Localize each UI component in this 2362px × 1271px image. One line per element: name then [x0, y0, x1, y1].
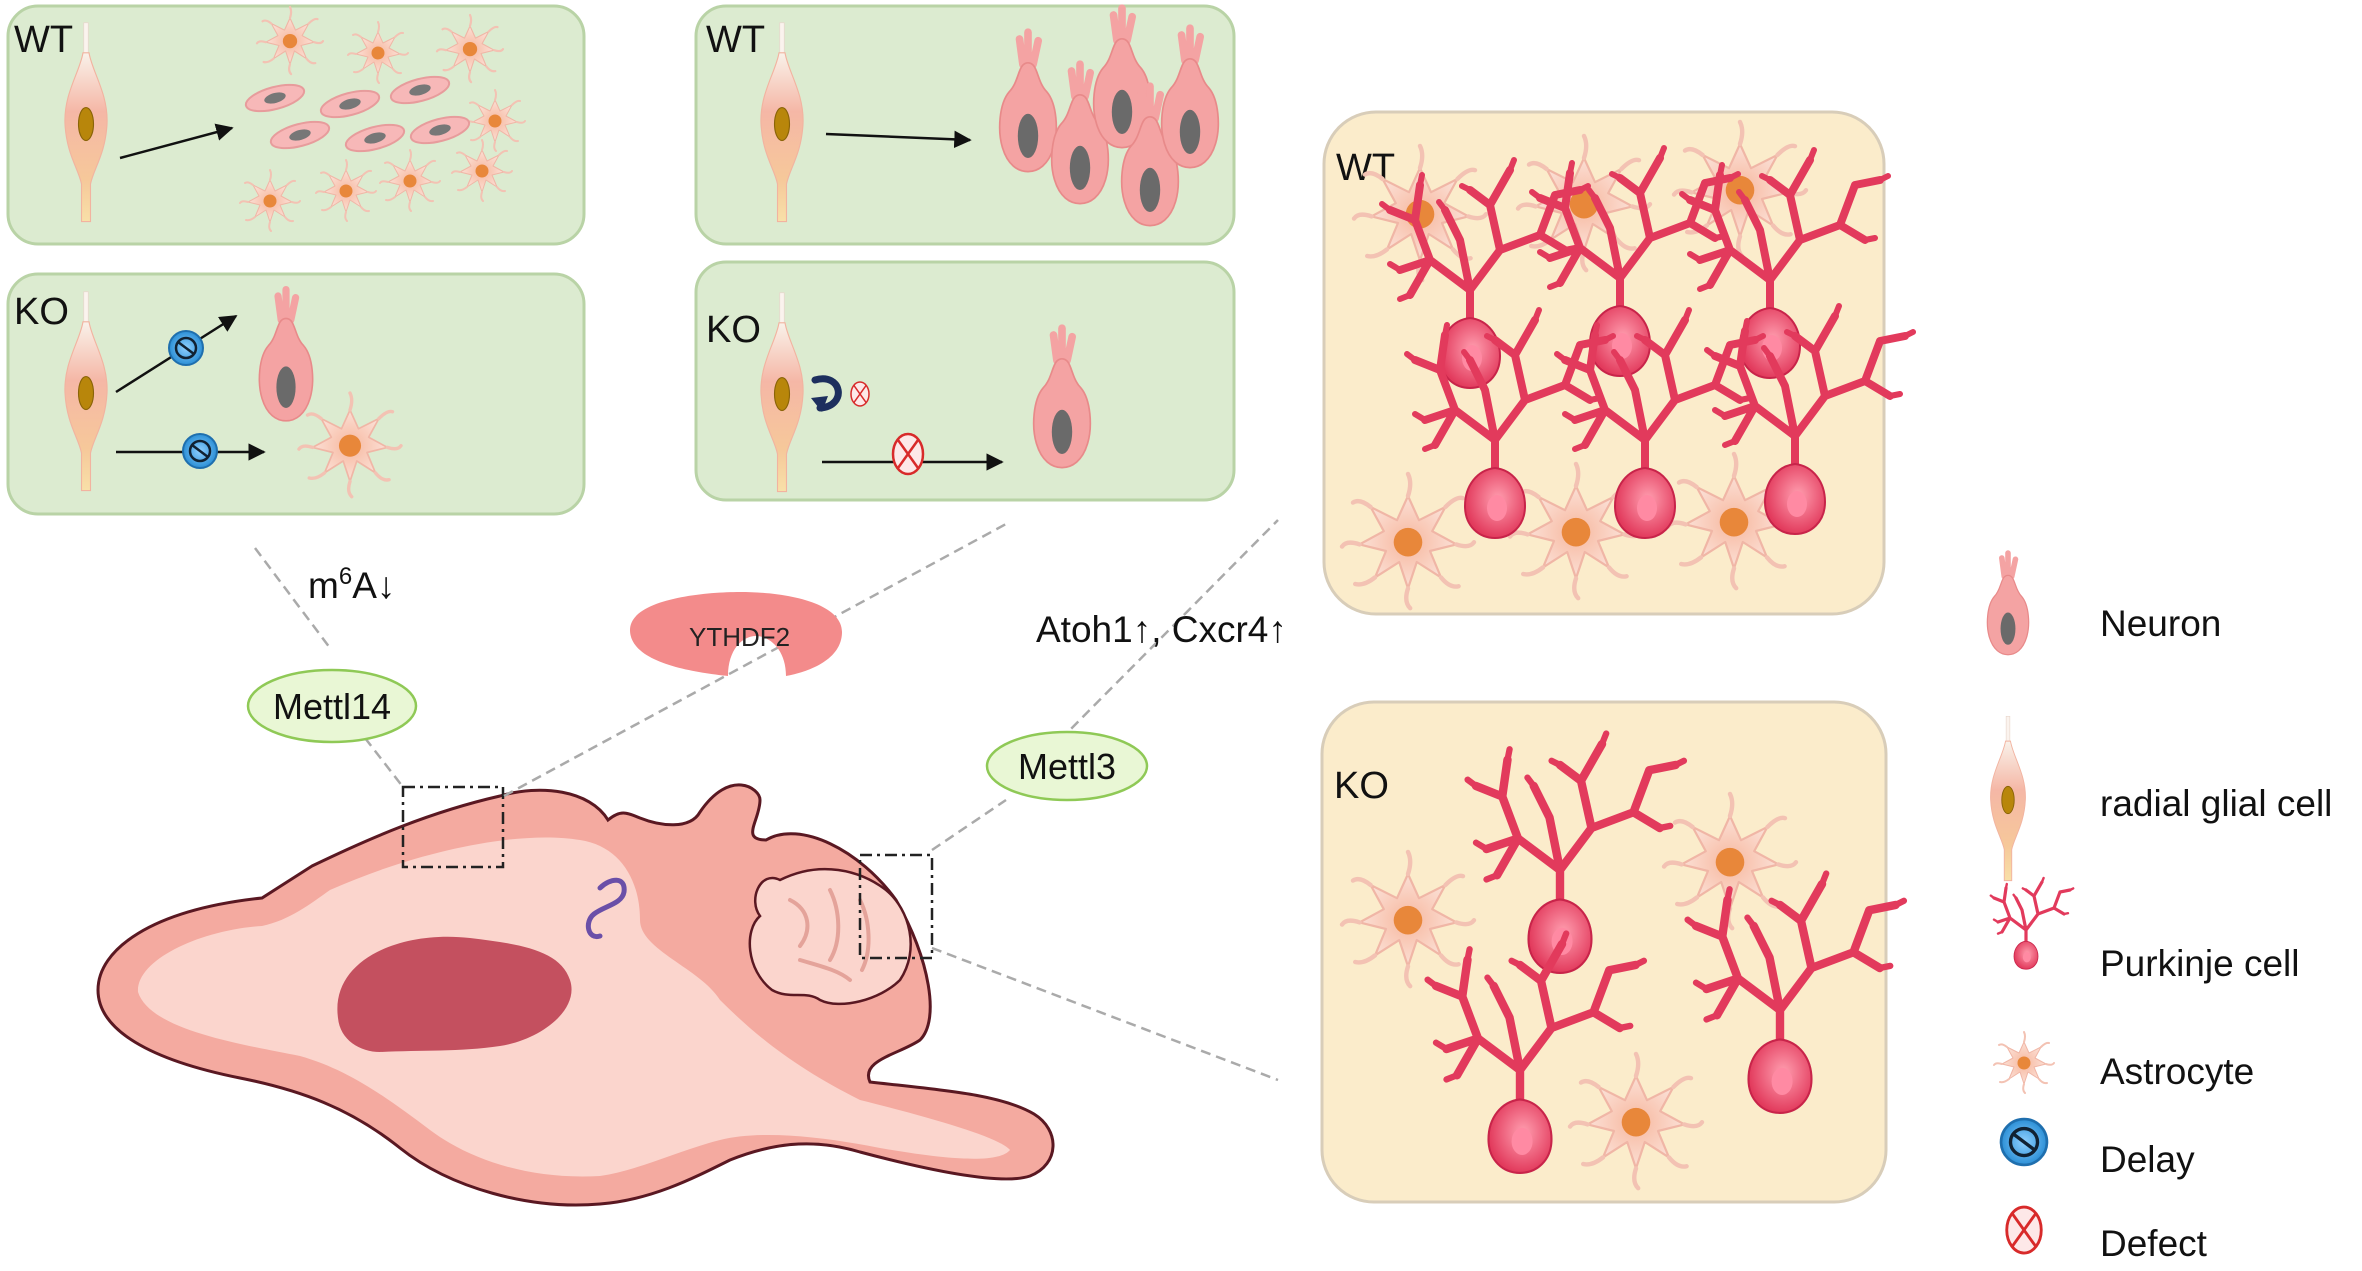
atoh1-cxcr4-annotation: Atoh1↑, Cxcr4↑ — [1036, 609, 1287, 650]
differentiation-arrow — [825, 130, 972, 149]
panel-top-mid-ko — [694, 260, 1236, 502]
ythdf2-protein: YTHDF2 — [630, 592, 842, 676]
legend-label-neuron: Neuron — [2100, 603, 2221, 644]
progenitor-cluster — [244, 75, 471, 153]
differentiation-arrow — [119, 123, 234, 160]
mettl3-pill: Mettl3 — [985, 730, 1149, 802]
astrocyte-icon — [1993, 1031, 2055, 1094]
neuron-icon — [1987, 553, 2028, 655]
legend-label-purkinje-cell: Purkinje cell — [2100, 943, 2299, 984]
panel-label-top-left-ko: KO — [14, 291, 69, 333]
focus-box-cortex — [401, 785, 505, 869]
svg-text:Mettl14: Mettl14 — [273, 686, 391, 727]
panel-label-top-mid-ko: KO — [706, 309, 761, 351]
legend-label-astrocyte: Astrocyte — [2100, 1051, 2254, 1092]
m6a-annotation: m6A↓ — [308, 563, 395, 606]
panel-label-right-ko: KO — [1334, 765, 1389, 807]
panel-label-top-mid-wt: WT — [706, 19, 765, 61]
legend-label-defect: Defect — [2100, 1223, 2208, 1264]
delay-icon — [167, 329, 205, 367]
legend-label-delay: Delay — [2100, 1139, 2195, 1180]
self-renewal-arrow — [811, 375, 842, 412]
mettl14-pill: Mettl14 — [246, 668, 418, 744]
panel-right-ko — [1320, 700, 1888, 1204]
purkinje-cell-icon — [1989, 876, 2075, 971]
panel-label-top-left-wt: WT — [14, 19, 73, 61]
delay-icon — [181, 432, 219, 470]
defect-icon — [2005, 1205, 2043, 1255]
legend-label-radial-glial-cell: radial glial cell — [2100, 783, 2332, 824]
brain-sagittal — [96, 783, 1055, 1207]
svg-text:Mettl3: Mettl3 — [1018, 746, 1116, 787]
defect-icon — [850, 381, 870, 407]
svg-text:YTHDF2: YTHDF2 — [689, 622, 790, 652]
radial-glial-cell-icon — [1990, 715, 2026, 882]
focus-box-cerebellum — [858, 853, 934, 960]
legend: Neuron radial glial cell Purkinje cell A… — [1987, 553, 2332, 1264]
connector-lines — [254, 519, 1279, 1082]
delay-icon — [1999, 1117, 2049, 1167]
defect-icon — [891, 432, 925, 476]
